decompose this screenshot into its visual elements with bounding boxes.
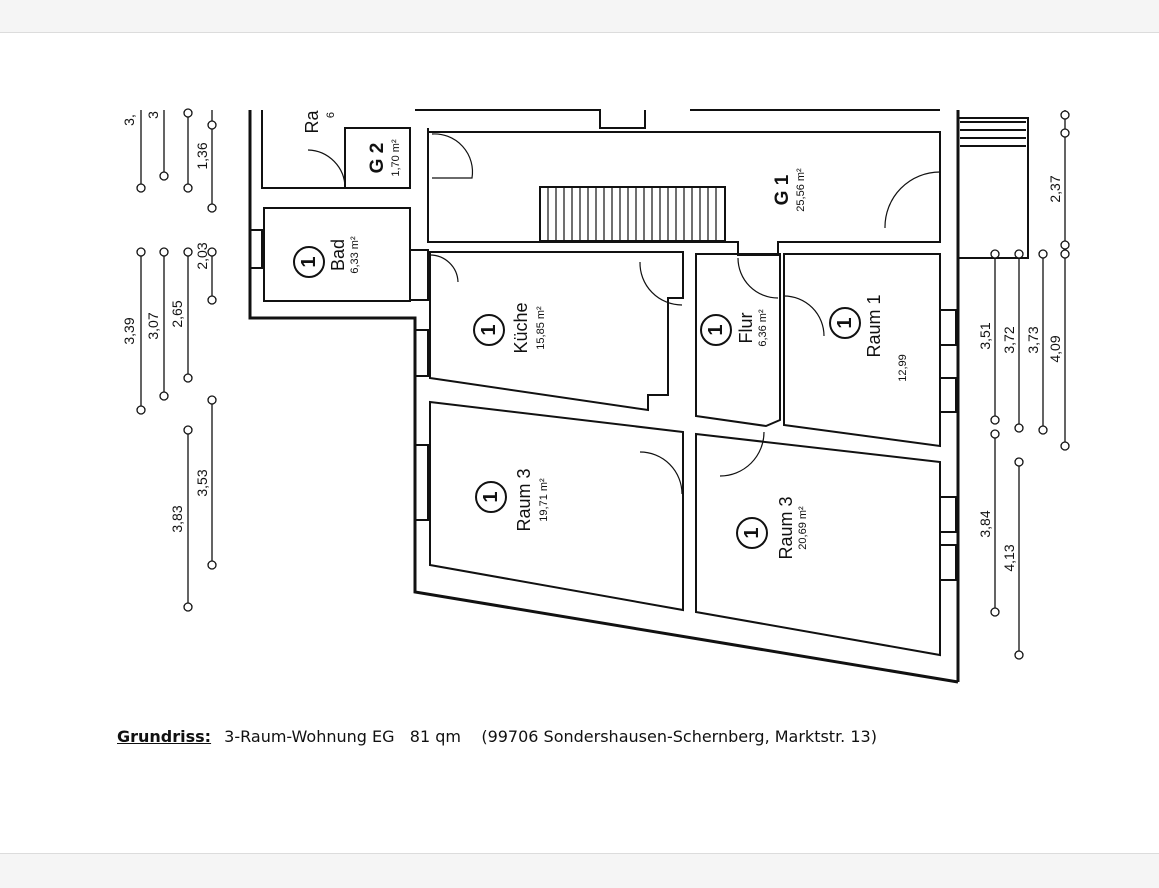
dim-label: 3,73 [1025, 326, 1041, 353]
room-number-bad: 1 [298, 256, 320, 267]
room-area-kueche: 15,85 m² [535, 306, 547, 350]
viewer-top-bar [0, 0, 1159, 33]
dim-label: 4,13 [1001, 544, 1017, 571]
dim-label: 1,36 [194, 142, 210, 169]
room-number-raum3-right: 1 [741, 527, 763, 538]
room-name-raum3-left: Raum 3 [514, 468, 534, 531]
dim-label: 3,53 [194, 469, 210, 496]
caption-address: (99706 Sondershausen-Schernberg, Marktst… [481, 727, 877, 746]
dim-label: 3,72 [1001, 326, 1017, 353]
room-name-kueche: Küche [511, 302, 531, 353]
dim-label: 3 [145, 111, 161, 119]
room-area-g2: 1,70 m² [390, 139, 402, 177]
dim-label: 2,03 [194, 242, 210, 269]
caption-area: 81 qm [409, 727, 461, 746]
dim-label: 3,84 [977, 510, 993, 537]
caption-apartment: 3-Raum-Wohnung EG [224, 727, 395, 746]
room-area-bad: 6,33 m² [349, 236, 361, 274]
room-name-raum1: Raum 1 [864, 294, 884, 357]
room-name-g2: G 2 [367, 143, 388, 174]
dim-label: 4,09 [1047, 335, 1063, 362]
dim-label: 3,83 [169, 505, 185, 532]
room-number-kueche: 1 [478, 324, 500, 335]
viewer-bottom-bar [0, 853, 1159, 888]
room-area-raum3-right: 20,69 m² [797, 506, 809, 550]
room-name-bad: Bad [328, 239, 348, 271]
room-number-raum1: 1 [834, 317, 856, 328]
dim-label: 3,39 [121, 317, 137, 344]
room-number-flur: 1 [705, 324, 727, 335]
room-area-flur: 6,36 m² [757, 309, 769, 347]
room-name-partial: Ra [302, 110, 322, 134]
dim-label: 3, [121, 114, 137, 126]
plan-caption: Grundriss: 3-Raum-Wohnung EG 81 qm (9970… [117, 727, 877, 746]
dim-label: 2,37 [1047, 175, 1063, 202]
caption-label: Grundriss: [117, 727, 212, 746]
room-name-flur: Flur [736, 312, 756, 343]
dim-label: 3,51 [977, 322, 993, 349]
dim-label: 3,07 [145, 312, 161, 339]
room-area-partial: 6 [325, 112, 337, 118]
room-name-g1: G 1 [772, 174, 793, 205]
dim-label: 2,65 [169, 300, 185, 327]
room-area-g1: 25,56 m² [795, 168, 807, 212]
room-area-raum3-left: 19,71 m² [538, 478, 550, 522]
room-name-raum3-right: Raum 3 [776, 496, 796, 559]
room-area-raum1: 12,99 [897, 354, 909, 382]
room-number-raum3-left: 1 [480, 491, 502, 502]
